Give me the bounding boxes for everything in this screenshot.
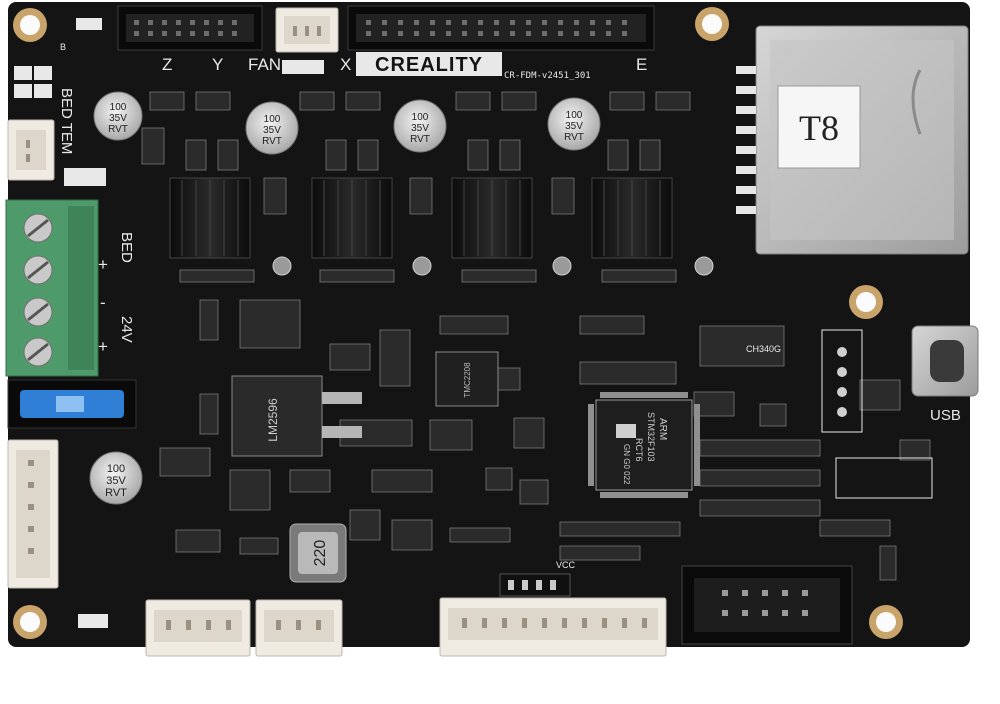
heatsink xyxy=(169,177,251,259)
label-bed: BED xyxy=(118,232,135,263)
label-bed-tem: BED TEM xyxy=(58,88,75,154)
header-xe xyxy=(347,5,655,51)
fan-connector xyxy=(275,7,339,53)
brand-logo: CREALITY xyxy=(356,52,502,76)
label-b: B xyxy=(60,42,66,52)
label-z: Z xyxy=(162,55,172,74)
label-24v: 24V xyxy=(118,316,135,343)
trim-pots xyxy=(272,256,714,276)
inductor-label: 220 xyxy=(312,540,329,567)
capacitor: 100 35V RVT xyxy=(93,91,143,141)
mcu-chip: ARM STM32F103 RCT6 GN G0 022 xyxy=(588,392,700,498)
pin-bracket xyxy=(821,329,863,433)
capacitors: 100 35V RVT 100 35V RVT 100 35V RVT 100 … xyxy=(89,91,601,505)
connector-wide xyxy=(439,597,667,657)
heatsink xyxy=(451,177,533,259)
svg-text:100: 100 xyxy=(264,114,281,125)
brand-text: CREALITY xyxy=(375,54,483,76)
mcu-line3: RCT6 xyxy=(634,438,644,462)
sd-card-slot: T8 xyxy=(736,25,969,255)
driver-ic: TMC2208 xyxy=(435,351,499,407)
exp-header xyxy=(681,565,853,645)
usb-chip-label: CH340G xyxy=(746,344,781,354)
svg-text:35V: 35V xyxy=(565,121,583,132)
connector-left xyxy=(145,599,251,657)
sd-card-label: T8 xyxy=(799,108,839,148)
fuse xyxy=(7,379,137,429)
misc-parts xyxy=(14,18,324,628)
bed-temp-connector xyxy=(7,119,55,181)
bottom-connectors xyxy=(145,597,667,657)
mcu-line1: ARM xyxy=(657,418,668,440)
svg-text:100: 100 xyxy=(107,463,125,475)
header-zy xyxy=(117,5,263,51)
inductor: 220 xyxy=(289,523,347,583)
left-connector xyxy=(7,439,59,589)
st-logo-icon xyxy=(616,424,636,438)
label-usb: USB xyxy=(930,407,961,424)
svg-text:RVT: RVT xyxy=(108,124,128,135)
mcu-line2: STM32F103 xyxy=(646,412,656,462)
svg-text:100: 100 xyxy=(566,110,583,121)
svg-text:100: 100 xyxy=(110,102,127,113)
label-y: Y xyxy=(212,55,223,74)
heatsink xyxy=(591,177,673,259)
svg-text:35V: 35V xyxy=(263,125,281,136)
label-bed-minus: - xyxy=(100,293,106,312)
label-e: E xyxy=(636,55,647,74)
label-bed-plus: + xyxy=(98,255,108,274)
driver-ic-label: TMC2208 xyxy=(463,362,472,398)
board-model: CR-FDM-v2451_301 xyxy=(504,71,591,81)
stepper-heatsinks xyxy=(169,177,673,259)
usb-c-port xyxy=(911,325,979,397)
svg-text:RVT: RVT xyxy=(105,487,127,499)
label-24v-plus: + xyxy=(98,337,108,356)
vcc-header xyxy=(499,573,571,597)
mounting-holes xyxy=(13,7,903,639)
silk-box xyxy=(835,457,933,499)
label-vcc: VCC xyxy=(556,560,576,570)
power-terminal xyxy=(5,199,99,377)
svg-text:35V: 35V xyxy=(106,475,126,487)
capacitor: 100 35V RVT xyxy=(89,451,143,505)
svg-text:RVT: RVT xyxy=(262,136,282,147)
svg-text:35V: 35V xyxy=(411,123,429,134)
connector-mid xyxy=(255,599,343,657)
svg-text:RVT: RVT xyxy=(564,132,584,143)
smd-components xyxy=(141,91,931,581)
svg-text:100: 100 xyxy=(412,112,429,123)
label-fan: FAN xyxy=(248,55,281,74)
voltage-regulator: LM2596 xyxy=(231,375,362,457)
svg-text:35V: 35V xyxy=(109,113,127,124)
capacitor: 100 35V RVT xyxy=(547,97,601,151)
capacitor: 100 35V RVT xyxy=(393,99,447,153)
regulator-label: LM2596 xyxy=(266,398,280,442)
label-x: X xyxy=(340,55,351,74)
heatsink xyxy=(311,177,393,259)
mcu-line4: GN G0 022 xyxy=(622,444,631,485)
capacitor: 100 35V RVT xyxy=(245,101,299,155)
svg-text:RVT: RVT xyxy=(410,134,430,145)
